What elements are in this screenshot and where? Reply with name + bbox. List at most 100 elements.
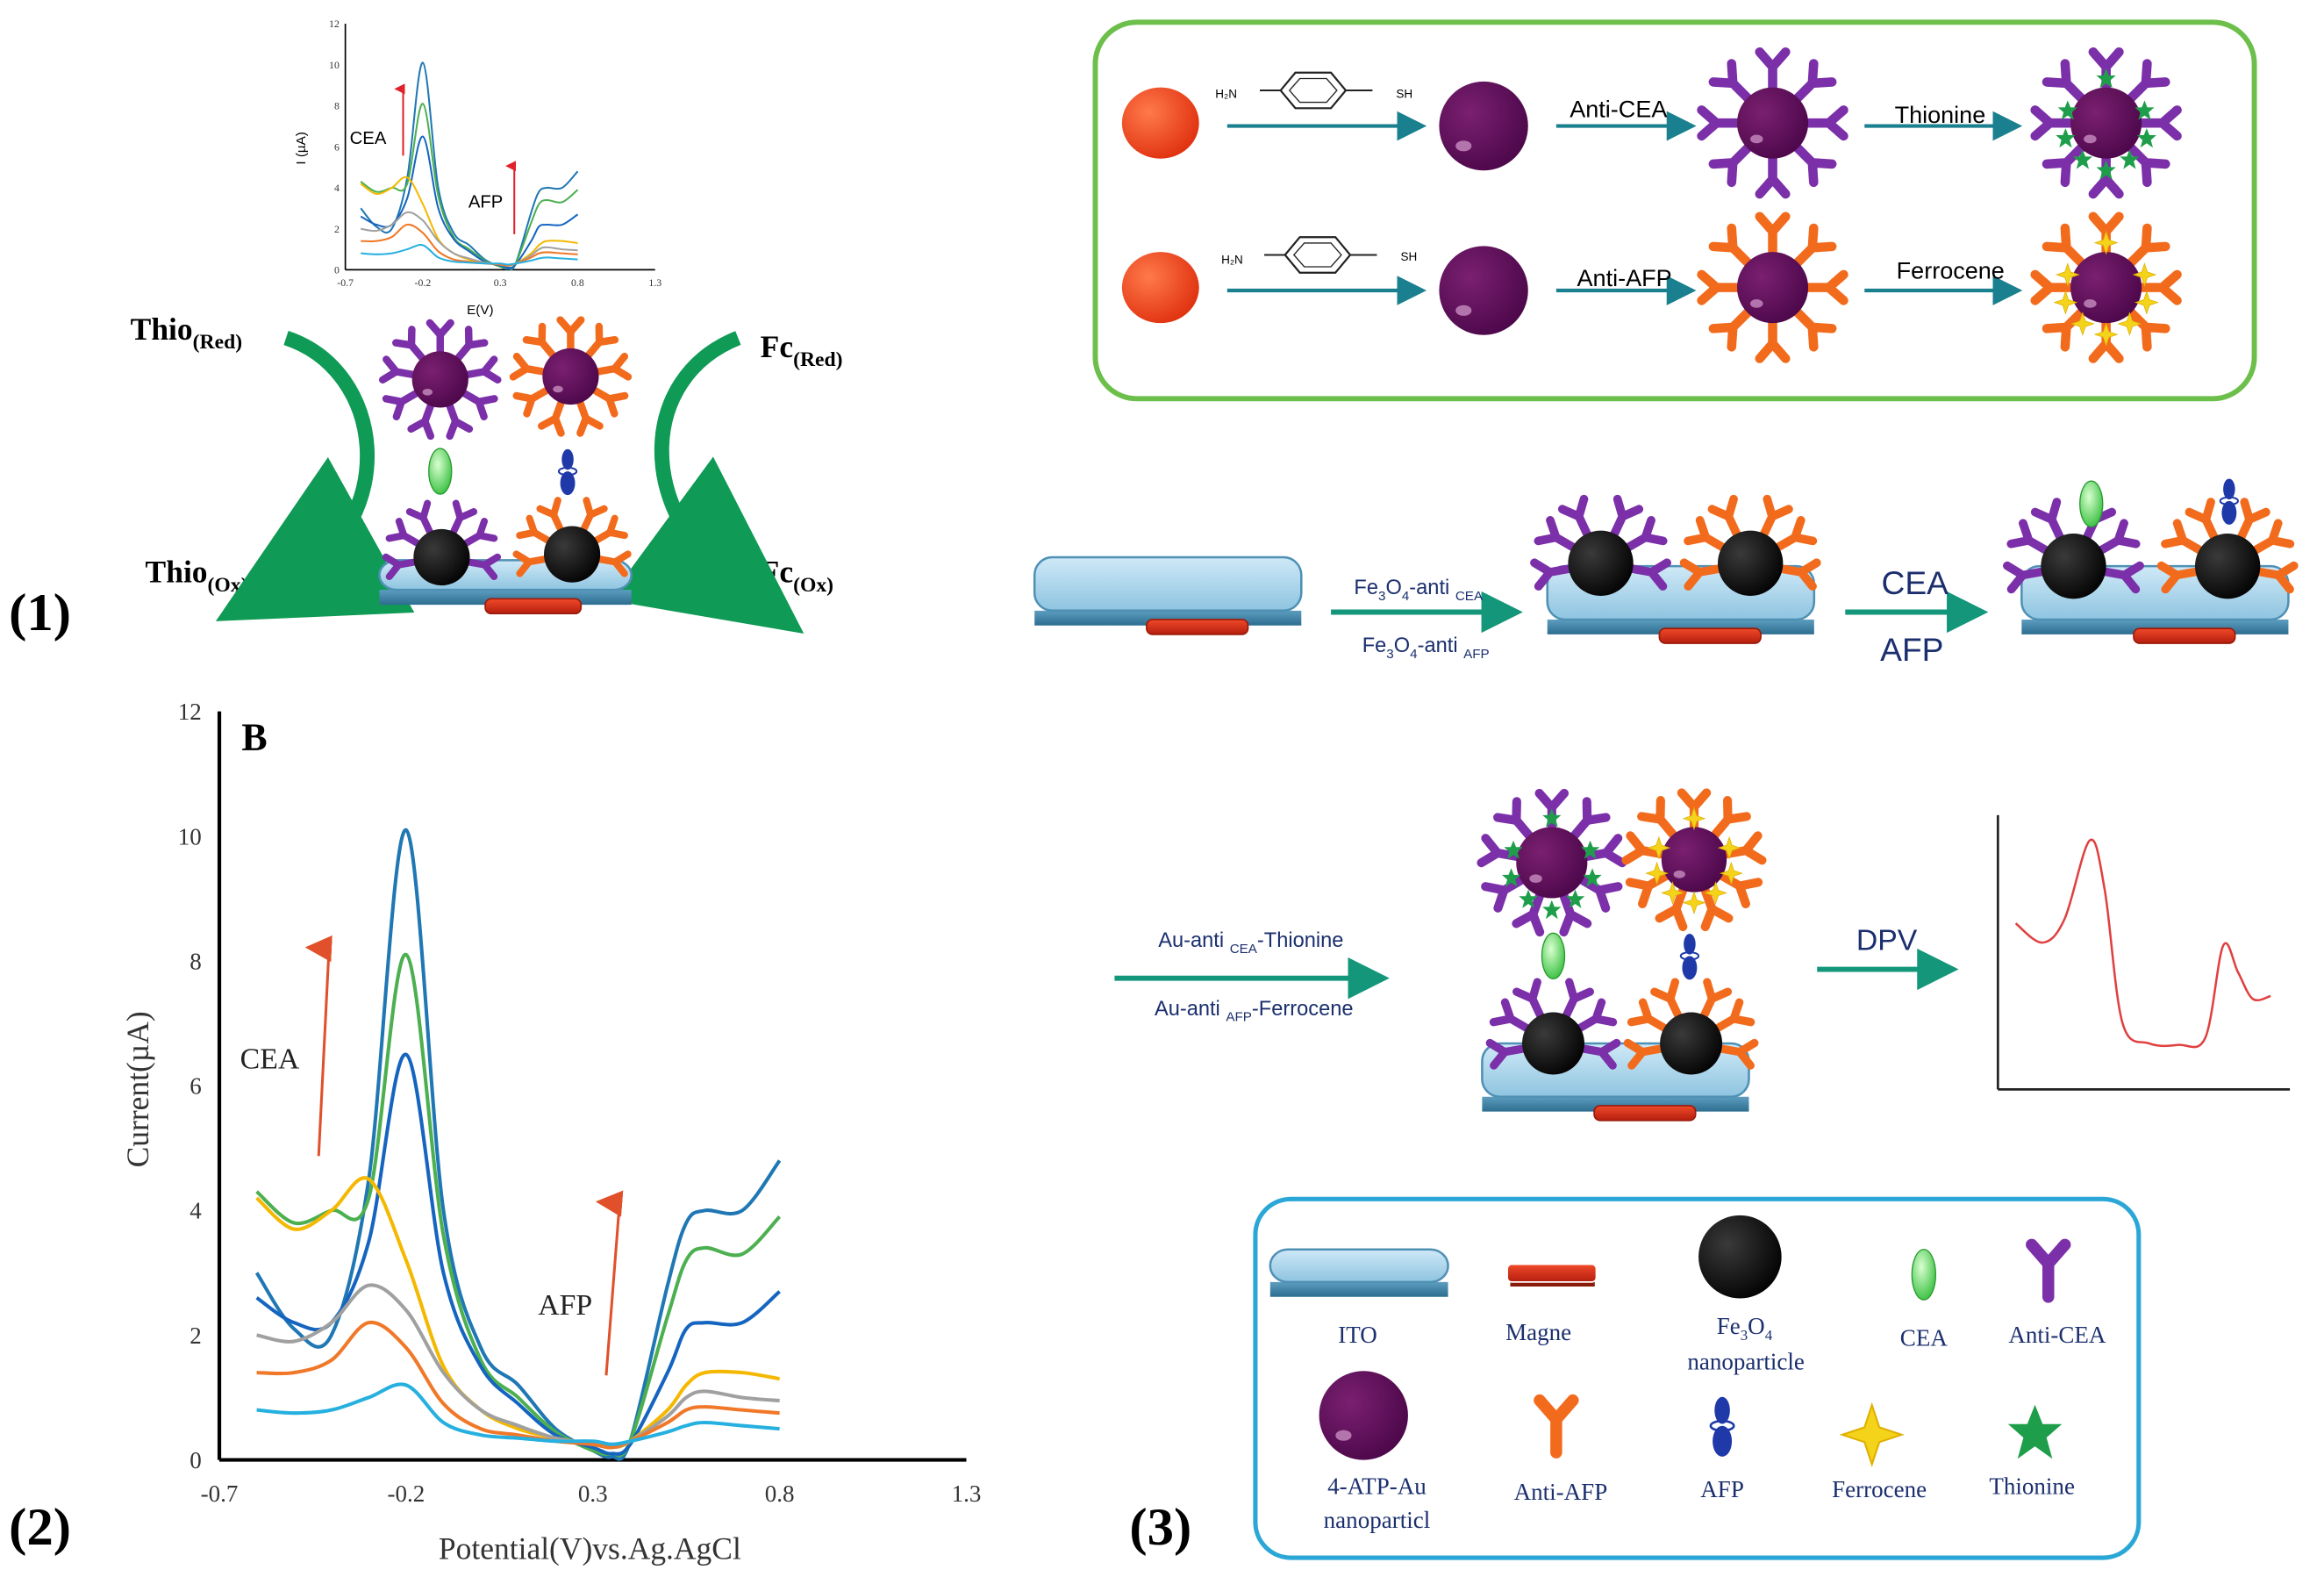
ferrocene-icon: [1841, 1404, 1903, 1466]
gold-nanoparticle-highlight: [1749, 134, 1763, 144]
gold-nanoparticle: [1736, 87, 1809, 159]
fe3o4-anti-afp-label: Fe3O4-anti AFP: [1362, 634, 1490, 662]
x-tick-label: 0.8: [571, 276, 584, 289]
anti-cea-antibody: [1760, 52, 1786, 92]
au-anti-afp-ferrocene-label: Au-anti AFP-Ferrocene: [1155, 998, 1354, 1025]
atp-gold-nanoparticle: [1439, 246, 1528, 335]
au-anti-cea-thionine-label: Au-anti CEA-Thionine: [1158, 929, 1343, 957]
gold-nanoparticle: [1516, 827, 1588, 899]
gold-nanoparticle: [1661, 827, 1727, 892]
legend-ito: ITO: [1338, 1322, 1377, 1348]
y-tick-label: 12: [329, 18, 340, 30]
y-tick-label: 10: [178, 823, 202, 849]
afp-icon: [1709, 1395, 1735, 1459]
y-tick-label: 0: [334, 264, 340, 276]
cea-antigen: [1541, 932, 1566, 980]
step-ferrocene: Ferrocene: [1897, 258, 2005, 284]
y-tick-label: 8: [189, 948, 202, 974]
x-tick-label: 0.3: [578, 1480, 608, 1507]
ito-edge: [1269, 1281, 1448, 1297]
ito-surface: [1033, 556, 1303, 613]
gold-nanoparticle: [542, 348, 599, 405]
legend-fe3o4-line1: Fe3O4: [1717, 1313, 1773, 1344]
anti-afp-antibody: [1760, 217, 1786, 257]
benzene-inner: [1292, 242, 1342, 268]
series-line-5: [256, 1283, 780, 1450]
gold-nanoparticle-highlight: [553, 385, 563, 393]
atp-gold-nanoparticle: [1439, 81, 1528, 171]
magnet: [2133, 627, 2236, 644]
legend-magne: Magne: [1505, 1319, 1571, 1345]
atp-gold-nanoparticle-highlight: [1455, 305, 1472, 316]
anti-cea-antibody: [1803, 110, 1843, 136]
x-tick-label: -0.2: [415, 276, 432, 289]
modification-scheme: [1033, 477, 2294, 644]
gold-nanoparticle-highlight: [2084, 299, 2097, 308]
panel-2-label: (2): [9, 1498, 71, 1557]
detection-scheme: [1114, 792, 1959, 1122]
y-tick-label: 12: [178, 699, 202, 725]
x-tick-label: 1.3: [648, 276, 661, 289]
y-tick-label: 10: [329, 59, 340, 71]
gold-nanoparticle: [1736, 252, 1809, 324]
x-tick-label: -0.2: [388, 1480, 425, 1507]
legend-anti-afp: Anti-AFP: [1514, 1479, 1608, 1505]
panel-1-label: (1): [9, 584, 71, 642]
fe3o4-icon: [1698, 1215, 1782, 1299]
gold-nanoparticle-bare: [1121, 87, 1199, 159]
magnet: [1658, 627, 1762, 644]
fe3o4-nanoparticle: [1660, 1012, 1723, 1075]
inset-ylabel: I (µA): [294, 132, 309, 164]
x-tick-label: -0.7: [337, 276, 354, 289]
legend-4atp-au-line1: 4-ATP-Au: [1327, 1473, 1427, 1499]
y-tick-label: 8: [334, 100, 340, 112]
main-xlabel: Potential(V)vs.Ag.AgCl: [439, 1531, 741, 1566]
series-line-7: [256, 1382, 780, 1446]
thionine-icon: [2007, 1404, 2063, 1459]
anti-afp-antibody: [561, 320, 582, 353]
y-tick-label: 0: [189, 1447, 202, 1473]
fe3o4-nanoparticle: [544, 526, 601, 583]
anti-cea-antibody: [1702, 110, 1742, 136]
thio-ox-label: Thio(Ox): [146, 555, 248, 597]
series-line-2: [360, 103, 579, 269]
magnet-icon: [1506, 1263, 1598, 1283]
inset-afp-annotation: AFP: [468, 192, 503, 211]
anti-cea-antibody: [1760, 154, 1786, 194]
legend-thionine: Thionine: [1989, 1473, 2075, 1499]
anti-afp-antibody: [1803, 275, 1843, 301]
gold-nanoparticle: [2070, 87, 2142, 159]
legend-ferrocene: Ferrocene: [1832, 1476, 1927, 1502]
legend-afp: AFP: [1700, 1476, 1744, 1502]
linker-nh2-top: H₂N: [1215, 87, 1237, 100]
y-tick-label: 4: [189, 1198, 202, 1224]
fc-ox-label: Fc(Ox): [761, 555, 833, 597]
x-tick-label: 0.3: [494, 276, 507, 289]
series-line-2: [255, 952, 782, 1458]
ferrocene-label: [2094, 231, 2118, 254]
anti-cea-icon: [2032, 1244, 2065, 1296]
cea-icon: [1911, 1249, 1937, 1301]
anti-afp-icon: [1540, 1401, 1573, 1452]
main-chart-title: B: [241, 717, 267, 759]
magnet: [484, 598, 583, 615]
gold-nanoparticle-highlight: [1529, 874, 1542, 884]
magnet: [1146, 619, 1249, 635]
afp-antigen: [557, 448, 578, 497]
step-afp-label: AFP: [1880, 631, 1943, 668]
ferrocene-label: [1683, 892, 1705, 914]
x-tick-label: 0.8: [765, 1480, 795, 1507]
main-cea-annotation: CEA: [240, 1043, 300, 1076]
fe3o4-nanoparticle: [2041, 534, 2106, 599]
linker-sh-bottom: SH: [1400, 250, 1417, 263]
fe3o4-nanoparticle: [1718, 530, 1784, 596]
atp-gold-nanoparticle-highlight: [1455, 140, 1472, 152]
gold-nanoparticle: [2070, 252, 2142, 324]
afp-antigen: [1679, 932, 1700, 981]
gold-nanoparticle: [411, 351, 468, 408]
linker-nh2-bottom: H₂N: [1221, 254, 1243, 267]
fe3o4-nanoparticle: [2195, 534, 2261, 599]
